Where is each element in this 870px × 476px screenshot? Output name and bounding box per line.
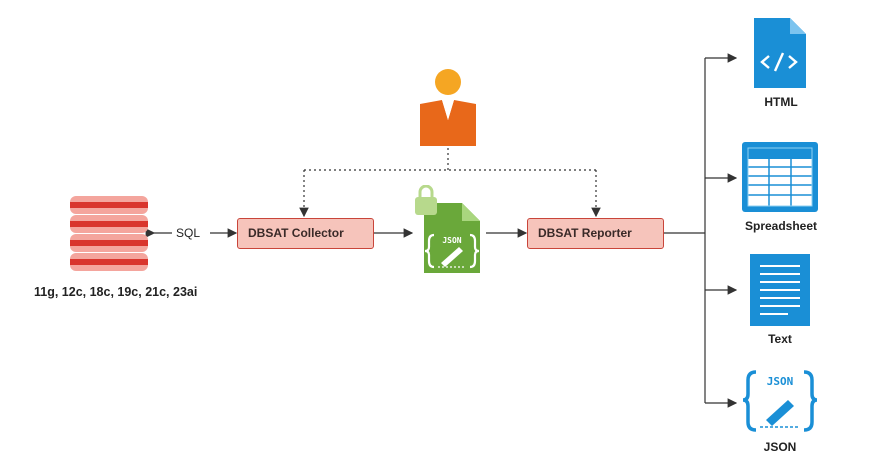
user-dotted-connector bbox=[304, 148, 596, 171]
dbsat-reporter-box: DBSAT Reporter bbox=[527, 218, 664, 249]
dbsat-collector-box: DBSAT Collector bbox=[237, 218, 374, 249]
html-file-icon bbox=[754, 18, 806, 88]
text-document-icon bbox=[750, 254, 810, 326]
output-label-text: Text bbox=[768, 332, 792, 346]
locked-json-file-icon: JSON bbox=[415, 185, 480, 273]
output-label-json: JSON bbox=[763, 440, 797, 454]
database-versions: 11g, 12c, 18c, 19c, 21c, 23ai bbox=[34, 285, 198, 299]
sql-label: SQL bbox=[176, 226, 201, 240]
database-icon bbox=[70, 196, 148, 271]
json-icon: JSON bbox=[742, 370, 818, 432]
spreadsheet-icon bbox=[742, 142, 818, 212]
reporter-label: DBSAT Reporter bbox=[538, 226, 632, 240]
output-label-spreadsheet: Spreadsheet bbox=[744, 219, 818, 233]
collector-label: DBSAT Collector bbox=[248, 226, 344, 240]
json-icon-text: JSON bbox=[767, 375, 794, 388]
json-file-text: JSON bbox=[442, 236, 461, 245]
output-label-html: HTML bbox=[764, 95, 798, 109]
user-icon bbox=[420, 69, 476, 146]
